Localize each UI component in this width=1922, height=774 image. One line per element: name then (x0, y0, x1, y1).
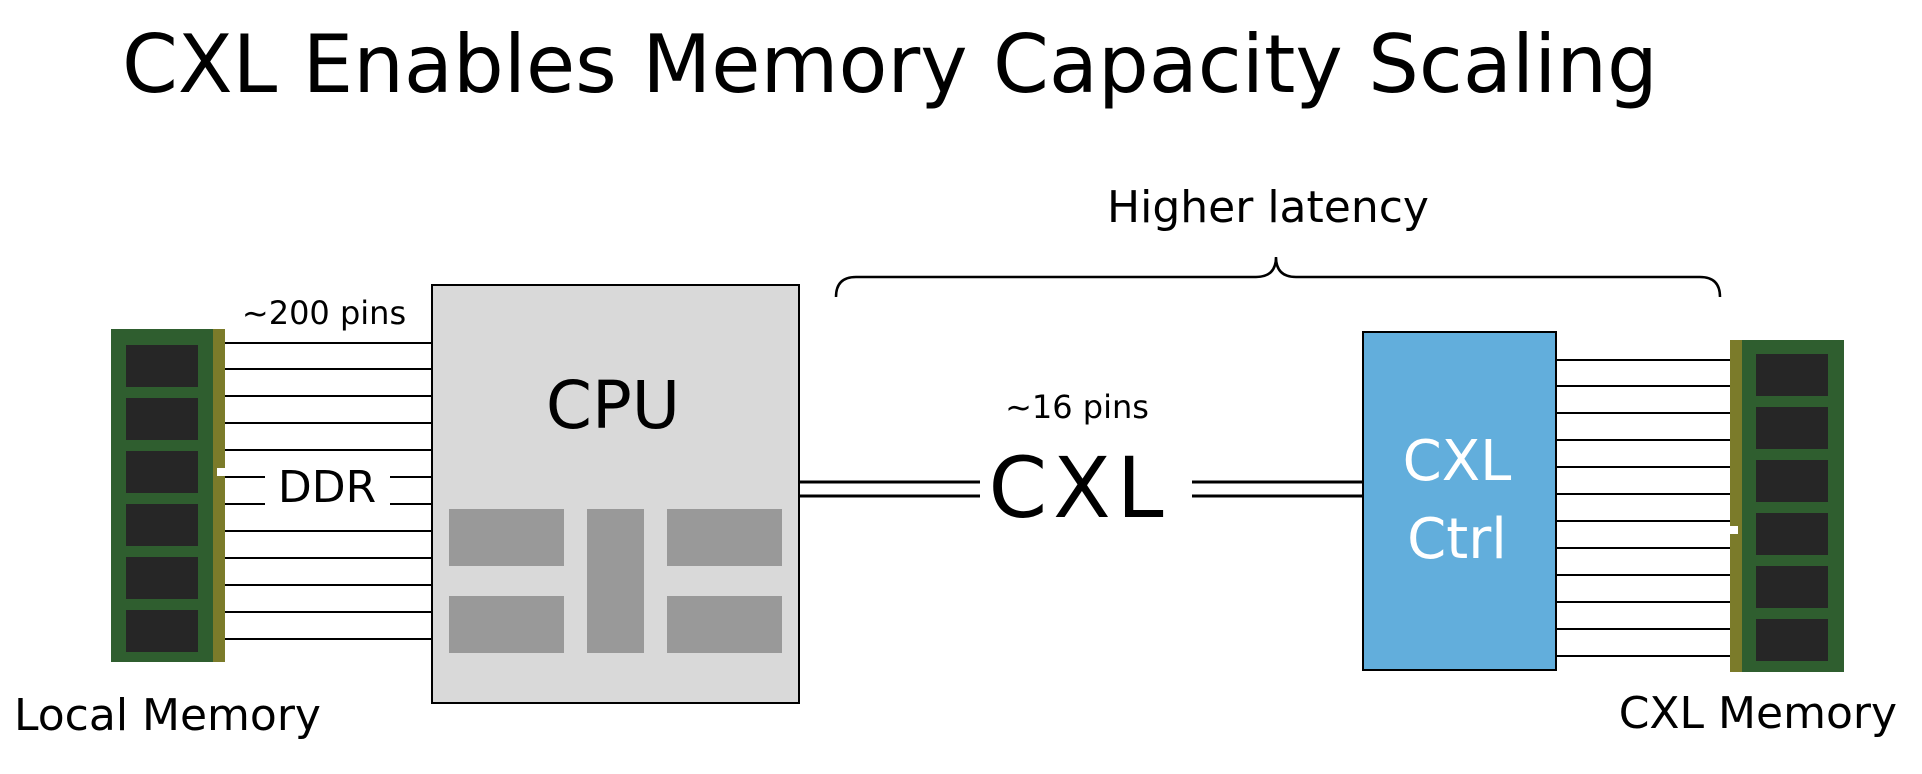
cpu-core-block (667, 509, 782, 566)
dimm-contact-strip (1730, 340, 1742, 672)
dimm-chip (1756, 407, 1828, 449)
cpu-core-block (587, 509, 644, 653)
cpu-core-block (449, 596, 564, 653)
dimm-chip (1756, 354, 1828, 396)
cxl-pins-label: ~16 pins (1005, 388, 1149, 426)
cxl-link-lines (800, 480, 1362, 498)
dimm-chip (126, 398, 198, 440)
cpu-core-block (667, 596, 782, 653)
ddr-pins-label: ~200 pins (242, 294, 406, 332)
dimm-chip (126, 557, 198, 599)
cxl-link-label: CXL (989, 439, 1170, 537)
dimm-chip (126, 610, 198, 652)
page-title: CXL Enables Memory Capacity Scaling (122, 18, 1658, 111)
dimm-notch (217, 468, 225, 476)
cxl-memory-dimm (1730, 340, 1844, 672)
cxl-controller: CXL Ctrl (1362, 331, 1557, 671)
cxl-ctrl-box (1362, 331, 1557, 671)
cpu-core-block (449, 509, 564, 566)
dimm-contact-strip (213, 329, 225, 662)
local-memory-dimm (111, 329, 225, 662)
ddr-bus-lines (225, 342, 431, 640)
cxl-ctrl-label-line1: CXL (1403, 429, 1512, 494)
dimm-notch (1730, 526, 1738, 534)
dimm-chip (1756, 619, 1828, 661)
dimm-chip (126, 504, 198, 546)
cpu-package: CPU (431, 284, 800, 704)
ddr-label: DDR (278, 462, 376, 513)
local-memory-label: Local Memory (14, 690, 321, 741)
higher-latency-label: Higher latency (1107, 182, 1429, 233)
cxl-ctrl-label-line2: Ctrl (1407, 507, 1507, 572)
cpu-label: CPU (546, 367, 680, 444)
cxl-memory-bus-lines (1557, 359, 1730, 657)
dimm-chip (1756, 566, 1828, 608)
cxl-memory-label: CXL Memory (1619, 688, 1897, 739)
dimm-chip (126, 345, 198, 387)
dimm-chip (126, 451, 198, 493)
dimm-chip (1756, 513, 1828, 555)
latency-brace (834, 256, 1722, 298)
dimm-chip (1756, 460, 1828, 502)
